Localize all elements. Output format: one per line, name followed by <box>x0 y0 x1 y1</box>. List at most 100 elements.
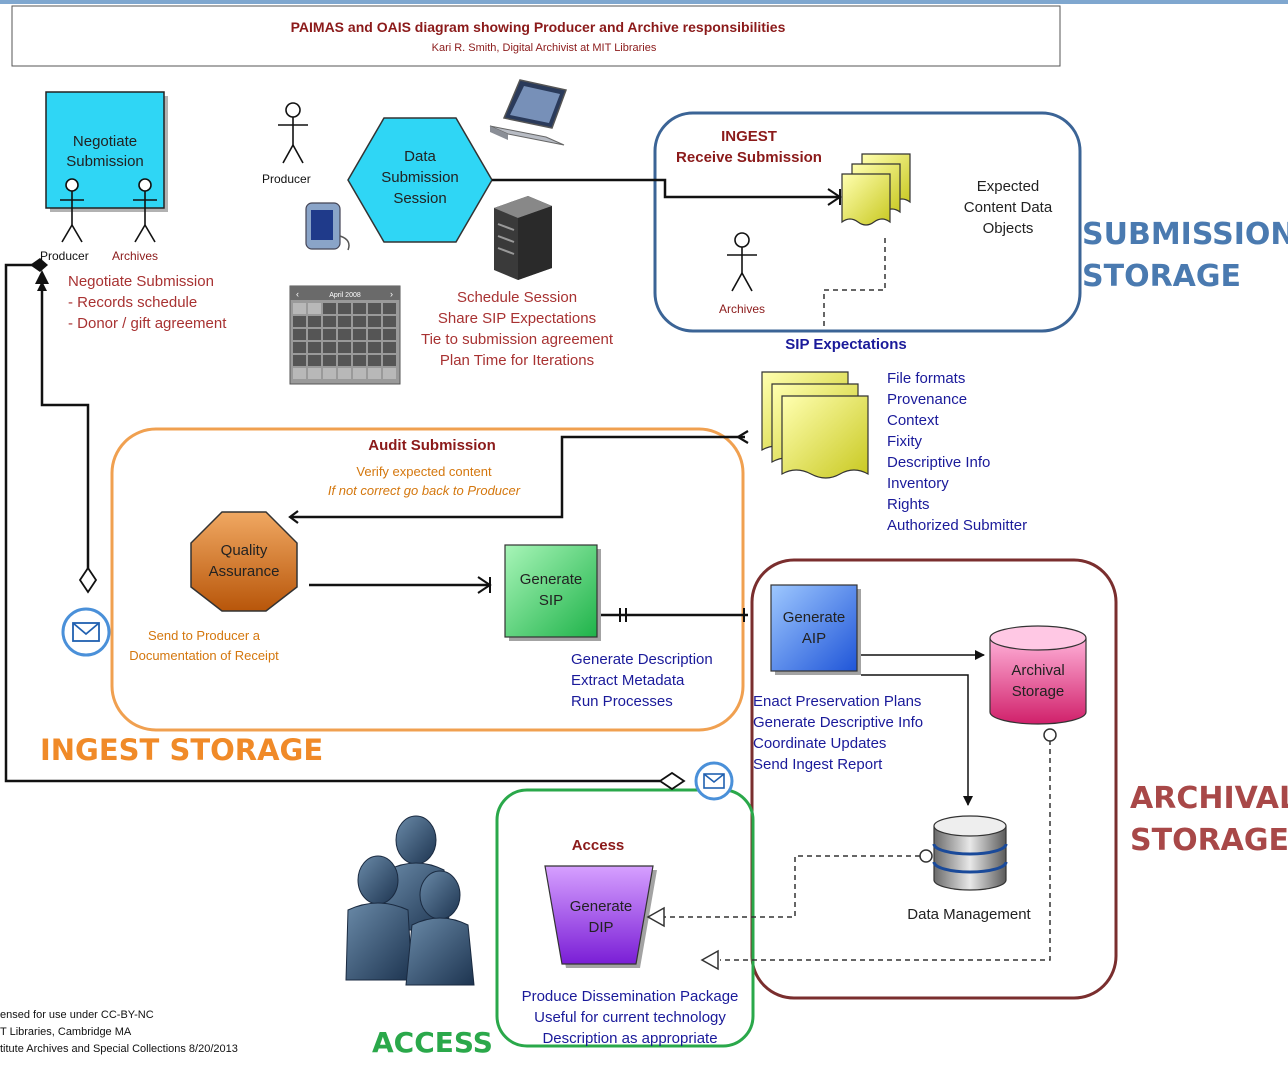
gen-sip-line: SIP <box>539 592 563 609</box>
header-box: PAIMAS and OAIS diagram showing Producer… <box>11 5 1061 67</box>
calendar-day-cell <box>293 303 306 314</box>
sip-list-item: Context <box>887 412 940 429</box>
sip-list-item: Fixity <box>887 433 922 450</box>
qa-line: Assurance <box>209 563 280 580</box>
calendar-day-cell <box>368 342 381 353</box>
sip-tasks: Generate Description Extract Metadata Ru… <box>571 651 713 710</box>
ingest-subtitle: Receive Submission <box>676 149 822 166</box>
calendar-day-cell <box>308 342 321 353</box>
ingest-archives-label: Archives <box>719 302 765 316</box>
connector-report-to-producer <box>4 263 660 783</box>
session-producer-actor-icon <box>278 102 308 164</box>
expected-objects-line: Content Data <box>964 199 1053 216</box>
generate-dip-node: Generate DIP <box>544 865 657 968</box>
session-note: Share SIP Expectations <box>438 310 596 327</box>
access-region: Access <box>495 788 755 1048</box>
gen-aip-line: Generate <box>783 609 846 626</box>
quality-assurance-node: Quality Assurance <box>190 511 298 612</box>
calendar-day-cell <box>308 316 321 327</box>
calendar-day-cell <box>383 316 396 327</box>
negotiate-line1: Negotiate <box>73 133 137 150</box>
sip-expectations-list: File formats Provenance Context Fixity D… <box>887 370 1027 534</box>
connector-qa-to-producer <box>37 281 90 570</box>
calendar-day-cell <box>353 368 366 379</box>
expected-objects-line: Expected <box>977 178 1040 195</box>
submission-storage-label: STORAGE <box>1082 259 1241 294</box>
ingest-title: INGEST <box>721 128 777 145</box>
session-notes: Schedule Session Share SIP Expectations … <box>421 289 614 369</box>
dashed-datamgmt-to-dip <box>664 855 920 918</box>
license-line: T Libraries, Cambridge MA <box>0 1026 132 1038</box>
negotiate-submission-node: Negotiate Submission <box>45 91 168 243</box>
ingest-storage-label: INGEST STORAGE <box>40 733 323 767</box>
hex-line: Data <box>404 148 436 165</box>
receipt-line: Send to Producer a <box>148 628 261 643</box>
archival-storage-label: STORAGE <box>1130 823 1288 858</box>
calendar-day-cell <box>293 316 306 327</box>
license-line: titute Archives and Special Collections … <box>0 1043 238 1055</box>
calendar-day-cell <box>323 303 336 314</box>
access-label: ACCESS <box>372 1026 493 1059</box>
archival-storage-db-icon: Archival Storage <box>989 625 1087 725</box>
connector-sip-to-qa <box>290 435 745 519</box>
calendar-day-cell <box>368 355 381 366</box>
data-submission-session-node: Data Submission Session <box>347 117 493 243</box>
diagram-title: PAIMAS and OAIS diagram showing Producer… <box>291 19 786 35</box>
submission-storage-label: SUBMISSION <box>1082 217 1288 252</box>
calendar-next-icon: › <box>390 289 393 299</box>
sip-list-item: Descriptive Info <box>887 454 990 471</box>
calendar-day-cell <box>293 355 306 366</box>
calendar-day-cell <box>353 342 366 353</box>
archival-region <box>750 558 1118 1000</box>
calendar-day-cell <box>338 316 351 327</box>
archives-actor-icon <box>133 178 157 243</box>
calendar-day-cell <box>338 329 351 340</box>
negotiate-producer-label: Producer <box>40 249 89 263</box>
negotiate-notes: Negotiate Submission - Records schedule … <box>68 273 227 332</box>
access-note: Description as appropriate <box>542 1030 717 1047</box>
access-note: Produce Dissemination Package <box>522 988 739 1005</box>
calendar-day-cell <box>383 368 396 379</box>
archival-task: Enact Preservation Plans <box>753 693 921 710</box>
open-arrow-dip <box>646 906 665 928</box>
data-management-db-icon <box>932 815 1008 891</box>
calendar-day-cell <box>323 329 336 340</box>
sip-list-item: Rights <box>887 496 930 513</box>
calendar-day-cell <box>308 355 321 366</box>
calendar-day-cell <box>308 329 321 340</box>
calendar-day-cell <box>368 368 381 379</box>
generate-sip-node: Generate SIP <box>504 544 601 641</box>
license-text: ensed for use under CC-BY-NC T Libraries… <box>0 1009 238 1055</box>
calendar-day-cell <box>338 303 351 314</box>
dashed-storage-to-access <box>720 740 1051 961</box>
producer-actor-icon <box>60 178 84 243</box>
calendar-day-cell <box>308 368 321 379</box>
access-title: Access <box>572 837 625 854</box>
calendar-day-cell <box>383 303 396 314</box>
report-envelope-icon <box>694 761 734 801</box>
calendar-day-cell <box>353 303 366 314</box>
negotiate-note: - Records schedule <box>68 294 197 311</box>
aip-connectors <box>861 650 985 806</box>
connector-aip-to-datamgmt <box>861 674 973 806</box>
sip-task: Generate Description <box>571 651 713 668</box>
sip-task: Run Processes <box>571 693 673 710</box>
calendar-day-cell <box>308 303 321 314</box>
archival-db-line: Storage <box>1012 683 1065 700</box>
gen-sip-line: Generate <box>520 571 583 588</box>
audit-region: Audit Submission Verify expected content… <box>110 427 745 732</box>
archival-db-line: Archival <box>1011 662 1064 679</box>
receipt-line: Documentation of Receipt <box>129 648 279 663</box>
access-note: Useful for current technology <box>534 1009 726 1026</box>
dashed-objects-to-sip <box>823 238 886 328</box>
content-objects-doc-icon <box>841 153 911 226</box>
calendar-day-cell <box>353 329 366 340</box>
crowfoot-aip <box>619 608 745 622</box>
open-arrow-access <box>700 949 719 971</box>
session-note: Plan Time for Iterations <box>440 352 594 369</box>
laptop-icon <box>489 79 568 146</box>
expected-objects-line: Objects <box>983 220 1034 237</box>
hex-line: Submission <box>381 169 459 186</box>
top-border <box>0 0 1288 4</box>
negotiate-line2: Submission <box>66 153 144 170</box>
